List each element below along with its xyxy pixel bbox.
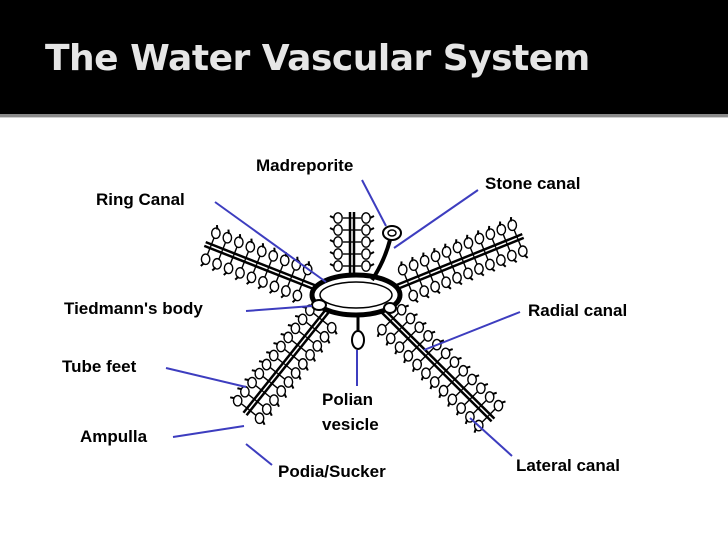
- label-ampulla: Ampulla: [80, 427, 148, 446]
- leader-tiedmanns-body: [245, 305, 313, 312]
- leader-podia-sucker: [245, 443, 273, 466]
- leader-ampulla: [172, 425, 245, 438]
- leader-lines: [165, 179, 521, 466]
- stone-canal-shape: [370, 239, 392, 282]
- arm-left: [200, 224, 316, 303]
- label-radial-canal: Radial canal: [528, 301, 628, 320]
- leader-madreporite: [361, 179, 387, 227]
- leader-stone-canal: [393, 189, 479, 249]
- label-polian-vesicle-line2: vesicle: [322, 415, 379, 434]
- label-tube-feet: Tube feet: [62, 357, 137, 376]
- starfish-arms: [200, 212, 529, 433]
- arm-lower-right: [376, 303, 506, 433]
- arm-right: [395, 216, 529, 303]
- polian-vesicle-shape: [351, 313, 365, 350]
- title-divider: [0, 114, 728, 117]
- leader-lateral-canal: [469, 417, 513, 457]
- label-tiedmanns-body: Tiedmann's body: [64, 299, 203, 318]
- leader-ring-canal: [214, 201, 327, 283]
- arm-lower-left: [229, 304, 338, 426]
- label-ring-canal: Ring Canal: [96, 190, 185, 209]
- tiedmanns-body-shapes: [311, 299, 397, 314]
- madreporite-shape: [382, 225, 402, 241]
- label-madreporite: Madreporite: [256, 156, 354, 175]
- label-podia-sucker: Podia/Sucker: [278, 462, 386, 481]
- label-lateral-canal: Lateral canal: [516, 456, 620, 475]
- slide-title: The Water Vascular System: [45, 38, 590, 79]
- title-bar: The Water Vascular System: [0, 0, 728, 114]
- label-polian-vesicle-line1: Polian: [322, 390, 374, 409]
- label-stone-canal: Stone canal: [485, 174, 581, 193]
- arm-top: [329, 212, 375, 278]
- ring-canal-shape: [309, 272, 403, 318]
- leader-tube-feet: [165, 367, 247, 388]
- leader-radial-canal: [423, 311, 521, 351]
- title-divider-highlight: [0, 117, 728, 118]
